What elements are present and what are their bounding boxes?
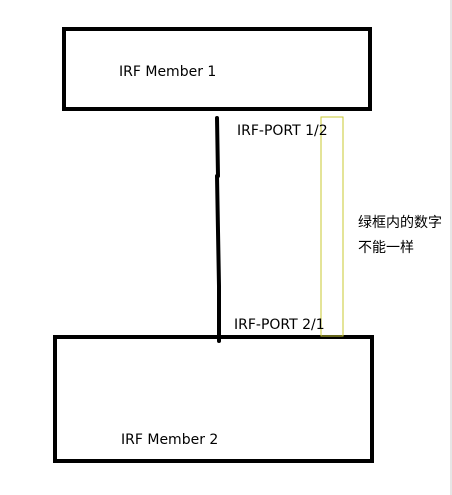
irf-member-2-box <box>53 335 374 463</box>
irf-member-1-box <box>62 27 372 111</box>
irf-port-2-1-label: IRF-PORT 2/1 <box>234 317 325 333</box>
note-line-2: 不能一样 <box>358 240 414 256</box>
irf-link-line <box>215 116 221 343</box>
irf-port-1-2-label: IRF-PORT 1/2 <box>237 123 328 139</box>
highlight-box <box>320 116 344 337</box>
irf-member-1-label: IRF Member 1 <box>119 64 217 80</box>
note-line-1: 绿框内的数字 <box>358 215 442 231</box>
irf-member-2-label: IRF Member 2 <box>121 432 219 448</box>
frame-edge <box>450 0 452 495</box>
